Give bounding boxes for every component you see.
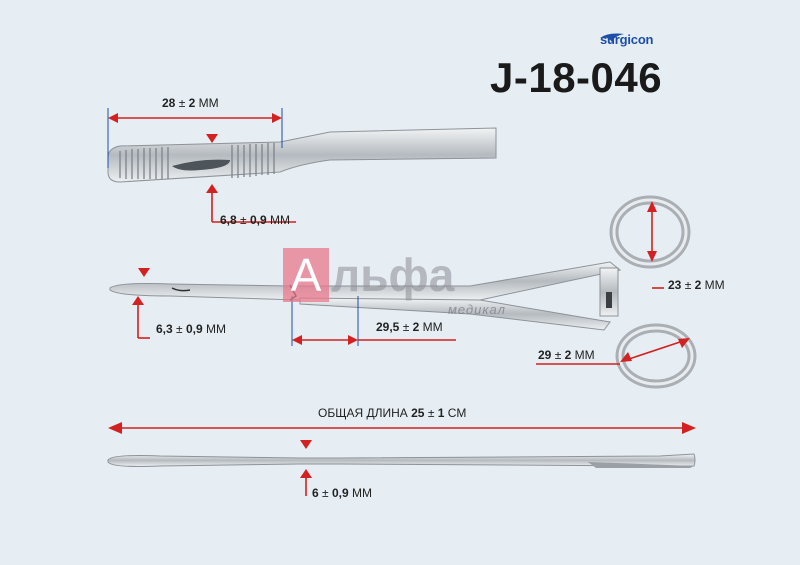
watermark-letter: А [283,248,329,302]
dim-total-length: ОБЩАЯ ДЛИНА 25 ± 1 СМ [318,406,467,420]
tip-closeup-drawing [107,127,497,183]
watermark-subtitle: медикал [448,302,506,317]
ring-top-drawing [609,195,691,269]
side-profile-drawing [107,453,696,468]
watermark-text: льфа [331,249,455,301]
dim-side-thickness: 6 ± 0,9 ММ [312,486,372,500]
model-number: J-18-046 [490,54,663,101]
dimension-marks [107,108,696,496]
dim-tip-length: 28 ± 2 ММ [162,96,219,110]
ring-bottom-drawing [615,323,697,389]
watermark: А льфа [283,248,454,302]
dim-jaw-width: 6,3 ± 0,9 ММ [156,322,226,336]
dim-ring-height: 23 ± 2 ММ [668,278,725,292]
dim-tip-width: 6,8 ± 0,9 ММ [220,213,290,227]
ratchet-drawing [599,267,619,317]
bird-logo-icon [600,33,624,42]
dim-serrated-length: 29,5 ± 2 ММ [376,320,443,334]
brand-logo: surgicon [600,32,653,47]
dim-ring-width: 29 ± 2 ММ [538,348,595,362]
forceps-drawing [109,195,697,389]
